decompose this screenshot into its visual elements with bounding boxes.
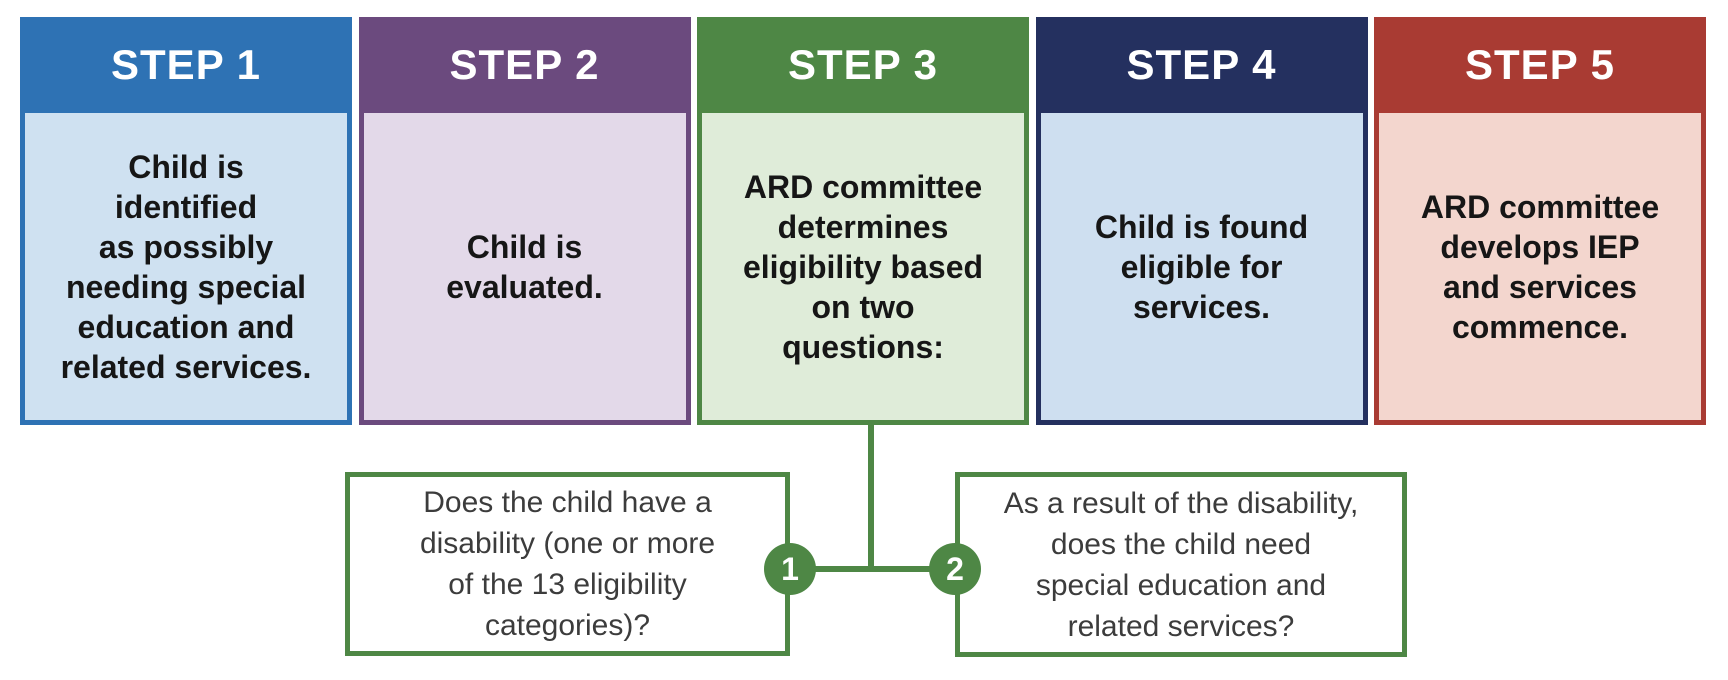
question-2-number-badge: 2 xyxy=(929,543,981,595)
step-3-column: STEP 3 ARD committee determines eligibil… xyxy=(697,17,1029,425)
step-5-header: STEP 5 xyxy=(1374,17,1706,113)
step-2-column: STEP 2 Child is evaluated. xyxy=(358,17,691,425)
step-3-header: STEP 3 xyxy=(697,17,1029,113)
step-1-header: STEP 1 xyxy=(20,17,352,113)
step-5-description: ARD committee develops IEP and services … xyxy=(1374,113,1706,425)
step-5-column: STEP 5 ARD committee develops IEP and se… xyxy=(1374,17,1706,425)
step-1-column: STEP 1 Child is identified as possibly n… xyxy=(20,17,352,425)
connector-horizontal-line xyxy=(790,566,955,572)
step-3-description: ARD committee determines eligibility bas… xyxy=(697,113,1029,425)
step-2-description: Child is evaluated. xyxy=(358,113,691,425)
question-1-box: Does the child have a disability (one or… xyxy=(345,472,790,656)
question-2-box: As a result of the disability, does the … xyxy=(955,472,1407,657)
steps-row: STEP 1 Child is identified as possibly n… xyxy=(20,17,1706,425)
question-1-text: Does the child have a disability (one or… xyxy=(419,486,716,642)
step-2-header: STEP 2 xyxy=(358,17,691,113)
step-4-description: Child is found eligible for services. xyxy=(1035,113,1368,425)
question-2-text: As a result of the disability, does the … xyxy=(1003,486,1359,643)
connector-vertical-line xyxy=(868,425,874,572)
question-1-number-badge: 1 xyxy=(764,543,816,595)
step-4-column: STEP 4 Child is found eligible for servi… xyxy=(1035,17,1368,425)
step-1-description: Child is identified as possibly needing … xyxy=(20,113,352,425)
step-4-header: STEP 4 xyxy=(1035,17,1368,113)
